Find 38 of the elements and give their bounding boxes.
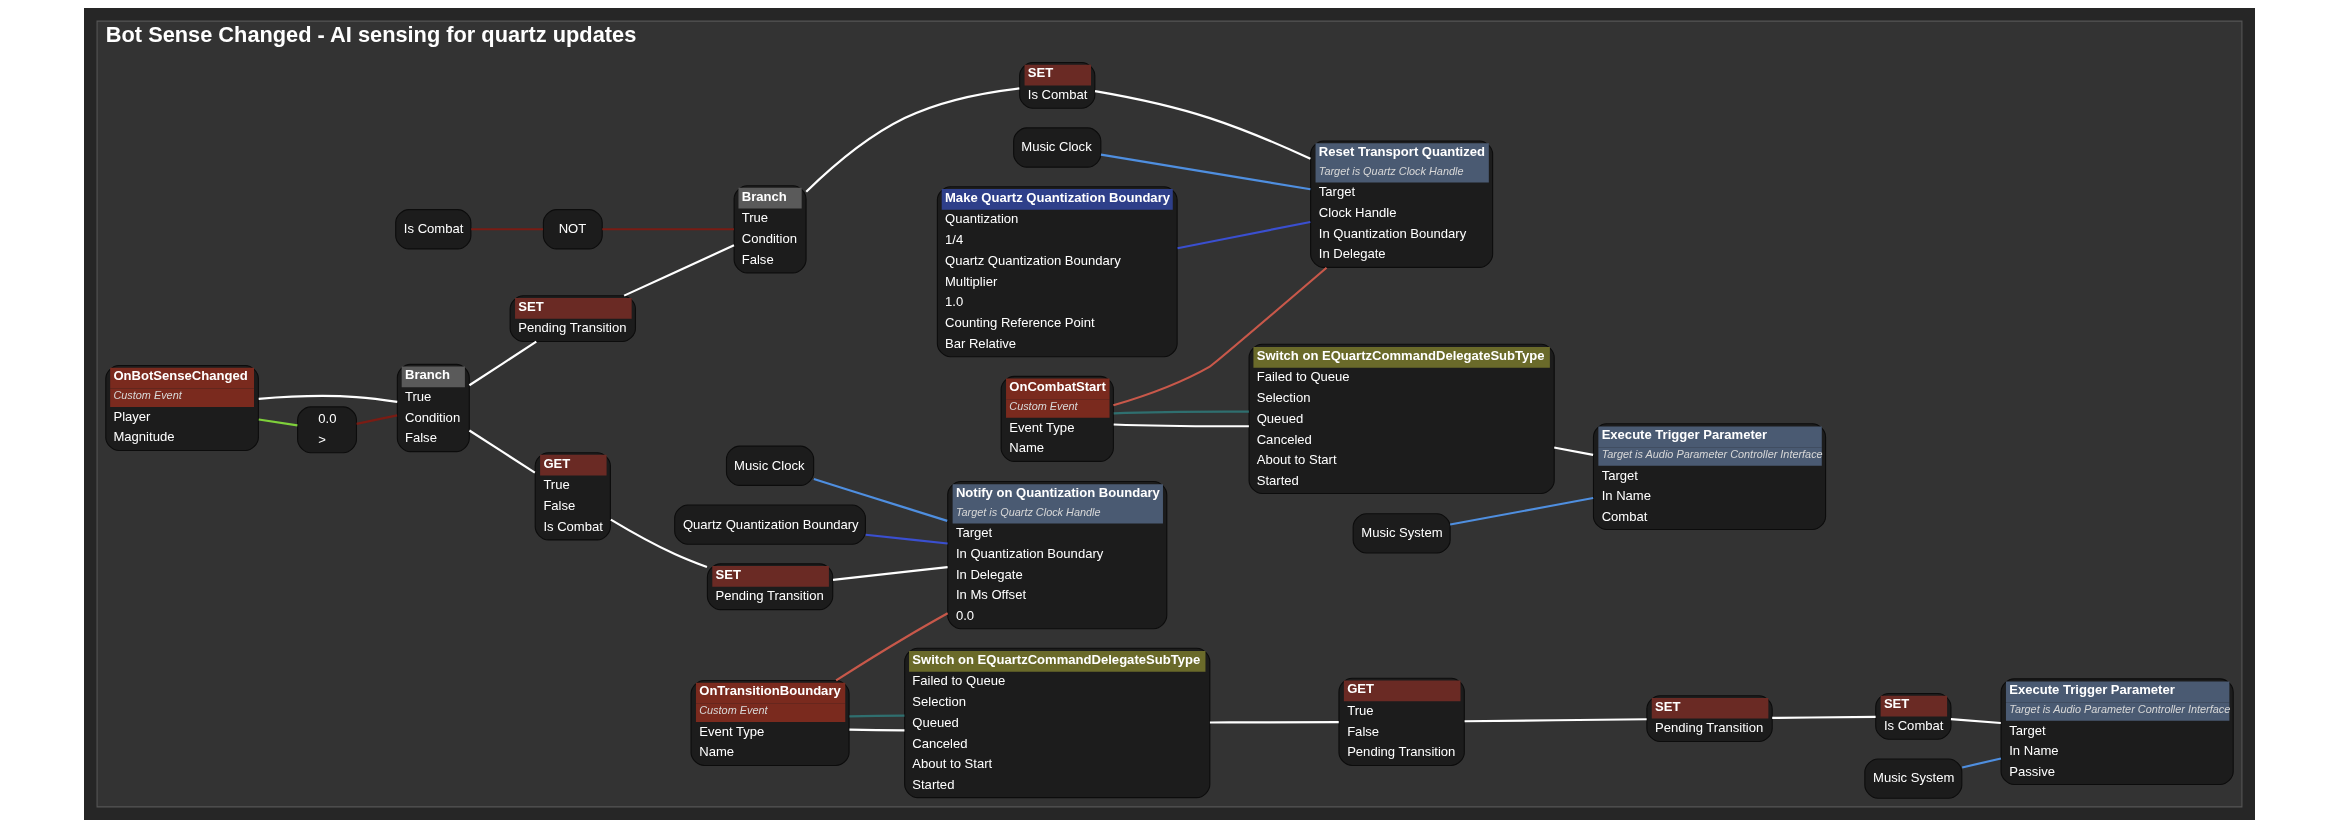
connector [1553, 446, 1593, 456]
connector [848, 714, 904, 718]
connector [470, 228, 543, 231]
node-box: Quartz Quantization Boundary [673, 504, 866, 545]
node-box: 0.0 > [296, 406, 357, 454]
connector [1950, 718, 2001, 725]
connector [1094, 90, 1311, 160]
connector [848, 728, 904, 732]
connector [1771, 715, 1876, 720]
node-box: Music Clock [725, 445, 814, 486]
connector [258, 394, 397, 403]
connector [1100, 153, 1311, 191]
node-box: Is Combat [394, 209, 471, 250]
connector [1113, 423, 1249, 428]
connector [813, 478, 948, 522]
connector [1209, 721, 1339, 724]
node-box: Music Clock [1012, 127, 1101, 168]
connector [623, 244, 734, 297]
connector [865, 533, 948, 545]
connector [1113, 410, 1249, 415]
connector [601, 228, 734, 231]
node-box: Music System [1863, 758, 1962, 799]
connector [835, 612, 948, 682]
connector [1464, 718, 1647, 723]
connector [468, 429, 535, 474]
connector [355, 414, 397, 425]
connector [1961, 757, 2001, 769]
node-box: Switch on EQuartzCommandDelegateSubType Failed to Queue Selection Queued Canceled About to Start Started [903, 647, 1210, 799]
node-box: Music System [1352, 513, 1451, 554]
connector [1449, 496, 1593, 526]
node-box: NOT [542, 209, 603, 250]
connector [1112, 266, 1327, 407]
connector [805, 87, 1019, 193]
connector [1176, 220, 1311, 250]
connector [468, 340, 537, 387]
connector [832, 566, 948, 581]
connector [258, 418, 298, 427]
connector [609, 518, 707, 569]
